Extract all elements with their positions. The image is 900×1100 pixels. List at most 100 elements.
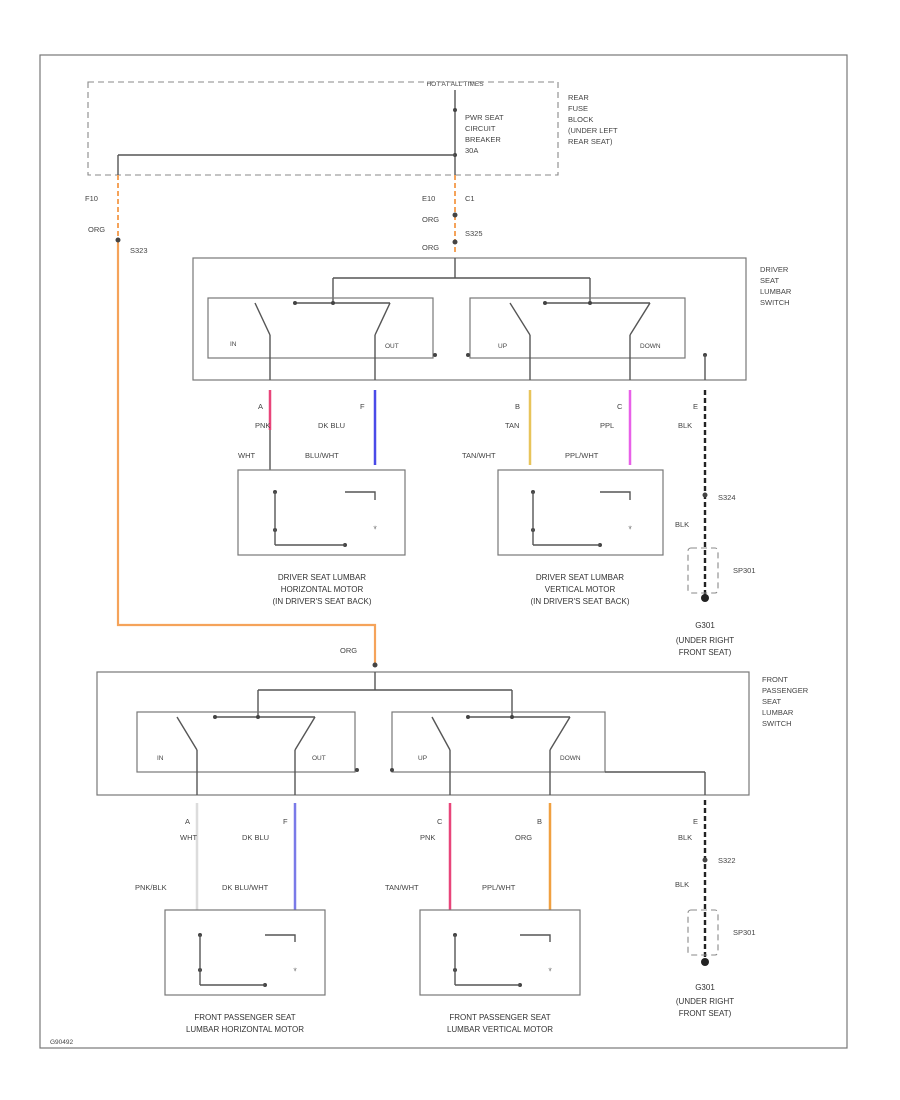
driver-ground-wire: BLK bbox=[675, 520, 689, 529]
pass-switch-up: UP bbox=[418, 755, 427, 762]
pass-pin-f: F bbox=[283, 817, 288, 826]
pass-pin-c: C bbox=[437, 817, 443, 826]
pass-pin-e: E bbox=[693, 817, 698, 826]
pass-ground-loc-2: FRONT SEAT) bbox=[679, 1009, 732, 1018]
driver-wire-pnk: PNK bbox=[255, 421, 270, 430]
figure-id: G90492 bbox=[50, 1039, 74, 1046]
driver-vertical-motor-symbol: ♆ bbox=[627, 523, 633, 532]
driver-wire-tan: TAN bbox=[505, 421, 519, 430]
left-feed: F10 ORG S323 bbox=[85, 175, 377, 665]
passenger-feed-wire: ORG bbox=[340, 646, 357, 655]
pass-switch-out: OUT bbox=[312, 755, 326, 762]
pass-motor-wire-dk-blu-wht: DK BLU/WHT bbox=[222, 883, 269, 892]
driver-seat-lumbar-switch: IN OUT UP DOWN DRIVER SEAT LUMBAR SWITCH bbox=[192, 257, 792, 381]
pass-wire-pnk: PNK bbox=[420, 833, 435, 842]
fuse-location-line-5: REAR SEAT) bbox=[568, 137, 613, 146]
pass-switch-label-2: PASSENGER bbox=[762, 686, 809, 695]
fuse-location-line-2: FUSE bbox=[568, 104, 588, 113]
fuse-location-line-3: BLOCK bbox=[568, 115, 593, 124]
driver-switch-in: IN bbox=[230, 341, 237, 348]
pass-horizontal-caption-2: LUMBAR HORIZONTAL MOTOR bbox=[186, 1025, 304, 1034]
driver-ground-loc-2: FRONT SEAT) bbox=[679, 648, 732, 657]
driver-ground-loc-1: (UNDER RIGHT bbox=[676, 636, 734, 645]
hot-at-all-times-label: HOT AT ALL TIMES bbox=[426, 81, 484, 88]
driver-ground-splice: S324 bbox=[718, 493, 736, 502]
pass-vertical-motor-symbol: ♆ bbox=[547, 965, 553, 974]
driver-switch-label-3: LUMBAR bbox=[760, 287, 792, 296]
pass-switch-in: IN bbox=[157, 755, 164, 762]
driver-pin-e: E bbox=[693, 402, 698, 411]
fuse-location-line-1: REAR bbox=[568, 93, 589, 102]
circuit-breaker-line-3: BREAKER bbox=[465, 135, 501, 144]
left-splice-label: S323 bbox=[130, 246, 148, 255]
driver-pin-f: F bbox=[360, 402, 365, 411]
driver-horizontal-caption-3: (IN DRIVER'S SEAT BACK) bbox=[272, 597, 371, 606]
driver-switch-out: OUT bbox=[385, 343, 399, 350]
diagram-border bbox=[39, 54, 848, 1049]
center-terminal-label: E10 bbox=[422, 194, 435, 203]
circuit-breaker-line-2: CIRCUIT bbox=[465, 124, 496, 133]
driver-vertical-caption-1: DRIVER SEAT LUMBAR bbox=[536, 573, 624, 582]
pass-switch-label-4: LUMBAR bbox=[762, 708, 794, 717]
pass-switch-label-3: SEAT bbox=[762, 697, 781, 706]
pass-ground-loc-1: (UNDER RIGHT bbox=[676, 997, 734, 1006]
left-wire-label: ORG bbox=[88, 225, 105, 234]
driver-motor-wire-wht: WHT bbox=[238, 451, 255, 460]
rear-fuse-block: HOT AT ALL TIMES PWR SEAT CIRCUIT BREAKE… bbox=[87, 81, 618, 176]
pass-switch-label-5: SWITCH bbox=[762, 719, 792, 728]
driver-vertical-motor: ♆ DRIVER SEAT LUMBAR VERTICAL MOTOR (IN … bbox=[497, 469, 664, 606]
pass-switch-label-1: FRONT bbox=[762, 675, 788, 684]
driver-pin-a: A bbox=[258, 402, 263, 411]
pass-motor-wire-ppl-wht: PPL/WHT bbox=[482, 883, 516, 892]
pass-pin-b: B bbox=[537, 817, 542, 826]
driver-motor-wire-tan-wht: TAN/WHT bbox=[462, 451, 496, 460]
pass-pin-a: A bbox=[185, 817, 190, 826]
driver-motor-wire-ppl-wht: PPL/WHT bbox=[565, 451, 599, 460]
driver-switch-label-2: SEAT bbox=[760, 276, 779, 285]
center-wire2-label: ORG bbox=[422, 243, 439, 252]
left-terminal-label: F10 bbox=[85, 194, 98, 203]
pass-wire-org: ORG bbox=[515, 833, 532, 842]
pass-motor-wire-tan-wht: TAN/WHT bbox=[385, 883, 419, 892]
pass-switch-down: DOWN bbox=[560, 755, 581, 762]
driver-pin-b: B bbox=[515, 402, 520, 411]
pass-ground-id: G301 bbox=[695, 983, 715, 992]
driver-switch-label-4: SWITCH bbox=[760, 298, 790, 307]
pass-vertical-caption-2: LUMBAR VERTICAL MOTOR bbox=[447, 1025, 553, 1034]
driver-horizontal-caption-2: HORIZONTAL MOTOR bbox=[281, 585, 364, 594]
driver-motor-wire-blu-wht: BLU/WHT bbox=[305, 451, 339, 460]
driver-vertical-caption-2: VERTICAL MOTOR bbox=[545, 585, 616, 594]
driver-ground-point bbox=[701, 594, 709, 602]
driver-pin-c: C bbox=[617, 402, 623, 411]
driver-wire-dk-blu: DK BLU bbox=[318, 421, 345, 430]
driver-horizontal-caption-1: DRIVER SEAT LUMBAR bbox=[278, 573, 366, 582]
pass-ground-point bbox=[701, 958, 709, 966]
pass-wire-dk-blu: DK BLU bbox=[242, 833, 269, 842]
pass-motor-wire-pnk-blk: PNK/BLK bbox=[135, 883, 167, 892]
center-feed: E10 C1 ORG S325 ORG bbox=[422, 175, 483, 255]
driver-ground-ref: SP301 bbox=[733, 566, 756, 575]
driver-switch-up: UP bbox=[498, 343, 507, 350]
pass-horizontal-motor-symbol: ♆ bbox=[292, 965, 298, 974]
circuit-breaker-line-1: PWR SEAT bbox=[465, 113, 504, 122]
passenger-vertical-motor: ♆ FRONT PASSENGER SEAT LUMBAR VERTICAL M… bbox=[419, 909, 581, 1034]
driver-ground-id: G301 bbox=[695, 621, 715, 630]
center-connector-label: C1 bbox=[465, 194, 475, 203]
center-wire-label: ORG bbox=[422, 215, 439, 224]
driver-horizontal-motor: ♆ DRIVER SEAT LUMBAR HORIZONTAL MOTOR (I… bbox=[237, 469, 406, 606]
driver-output-wires: A PNK F DK BLU B TAN C PPL E BLK WHT BLU… bbox=[238, 390, 756, 657]
driver-vertical-caption-3: (IN DRIVER'S SEAT BACK) bbox=[530, 597, 629, 606]
driver-switch-down: DOWN bbox=[640, 343, 661, 350]
pass-ground-ref: SP301 bbox=[733, 928, 756, 937]
pass-wire-blk: BLK bbox=[678, 833, 692, 842]
pass-wire-wht: WHT bbox=[180, 833, 197, 842]
pass-ground-wire: BLK bbox=[675, 880, 689, 889]
pass-vertical-caption-1: FRONT PASSENGER SEAT bbox=[449, 1013, 550, 1022]
driver-wire-ppl: PPL bbox=[600, 421, 614, 430]
passenger-horizontal-motor: ♆ FRONT PASSENGER SEAT LUMBAR HORIZONTAL… bbox=[164, 909, 326, 1034]
fuse-location-line-4: (UNDER LEFT bbox=[568, 126, 618, 135]
pass-horizontal-caption-1: FRONT PASSENGER SEAT bbox=[194, 1013, 295, 1022]
driver-horizontal-motor-symbol: ♆ bbox=[372, 523, 378, 532]
passenger-seat-lumbar-switch: ORG IN OUT UP DOWN FRONT PASSENGER SEAT bbox=[96, 646, 809, 796]
